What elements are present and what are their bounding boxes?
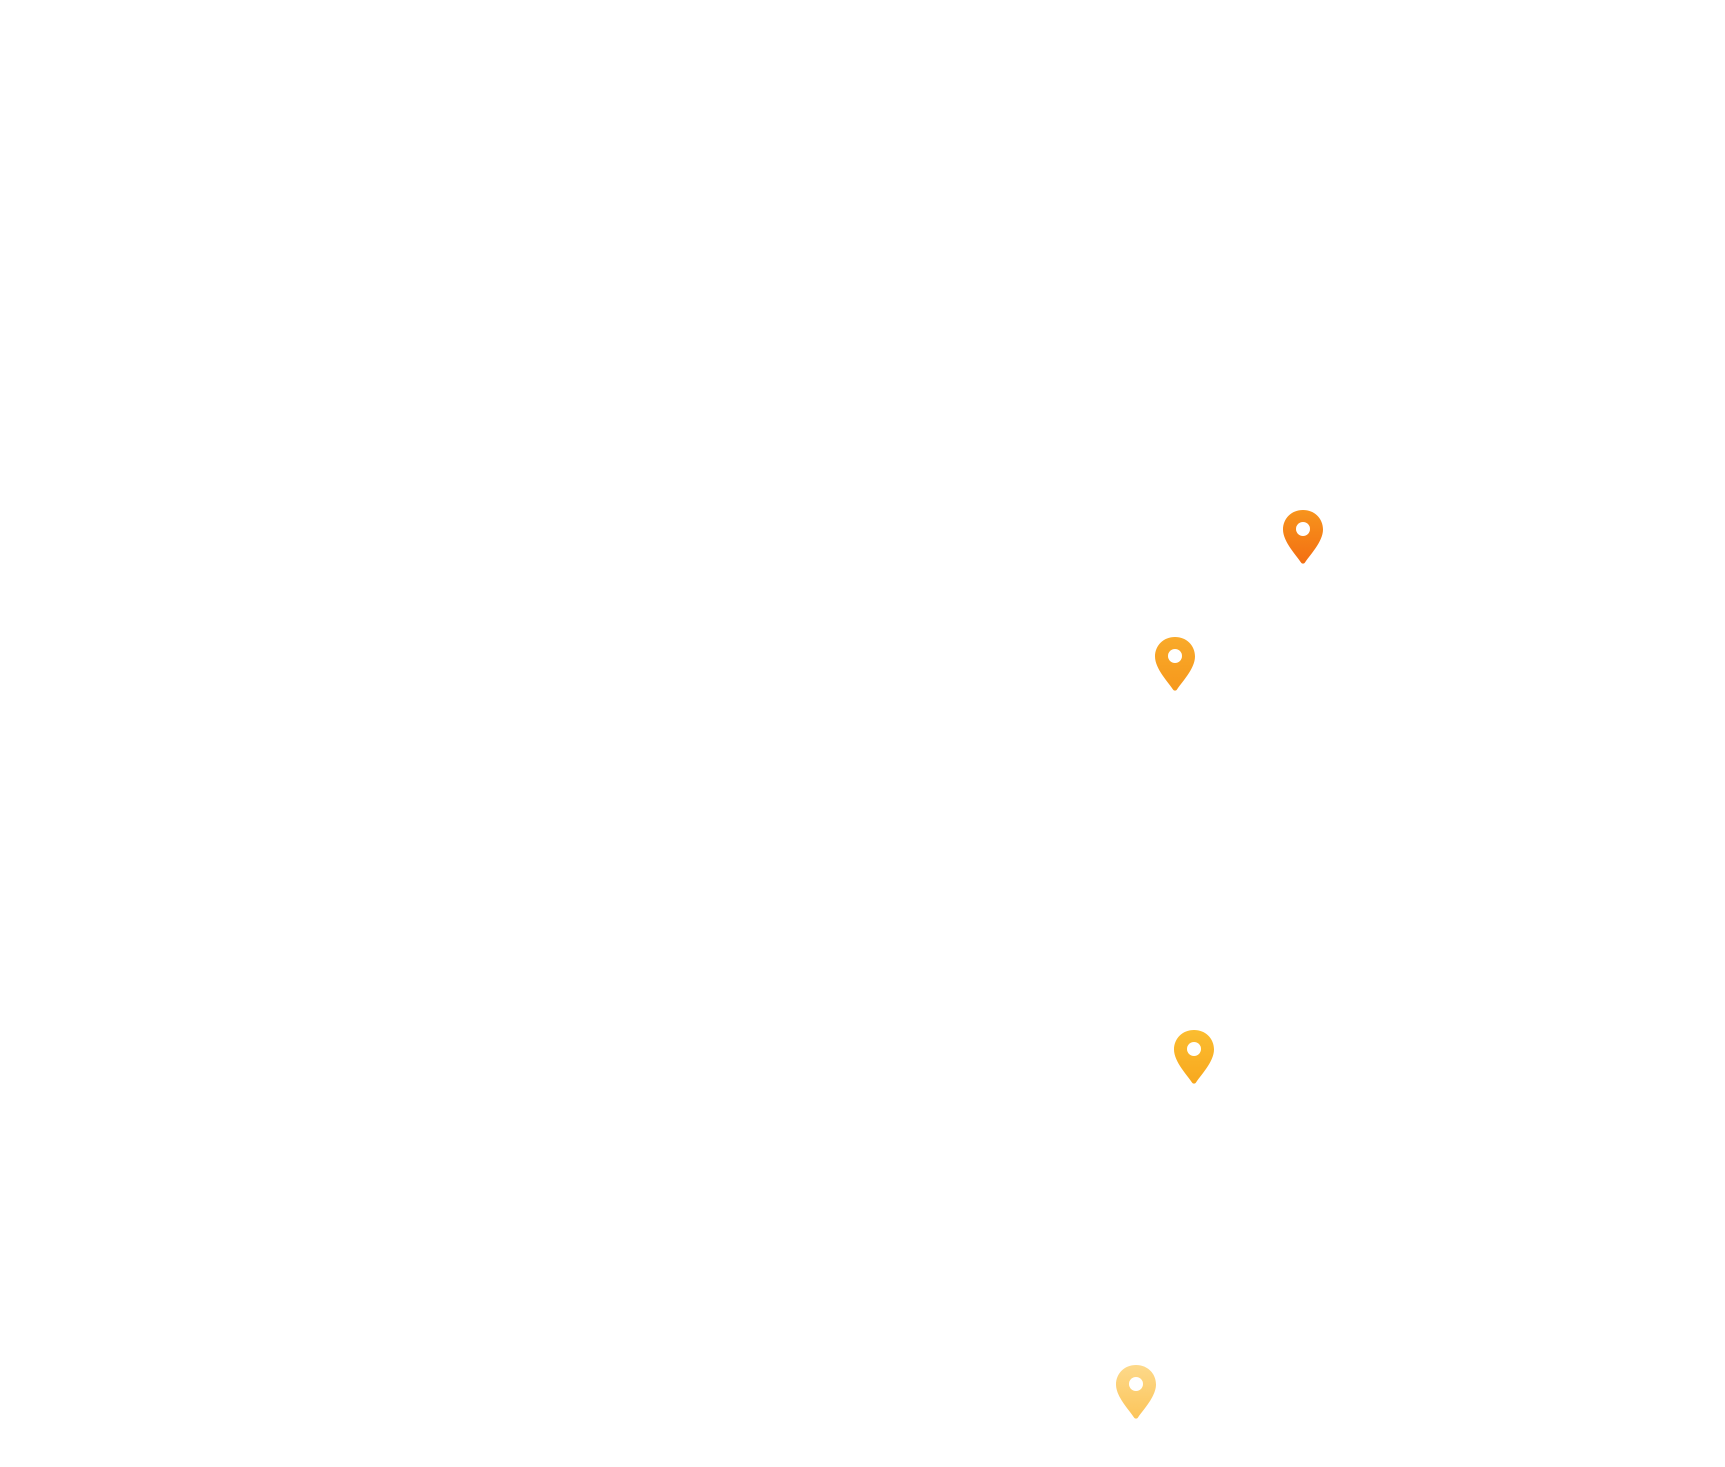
map-pin-3[interactable] (1172, 1029, 1216, 1085)
map-pin-2[interactable] (1153, 636, 1197, 692)
map-pin-icon (1283, 510, 1323, 564)
map-pin-icon (1174, 1030, 1214, 1084)
map-pin-4[interactable] (1114, 1364, 1158, 1420)
map-pin-icon (1155, 637, 1195, 691)
map-pin-icon (1116, 1365, 1156, 1419)
map-pin-1[interactable] (1281, 509, 1325, 565)
